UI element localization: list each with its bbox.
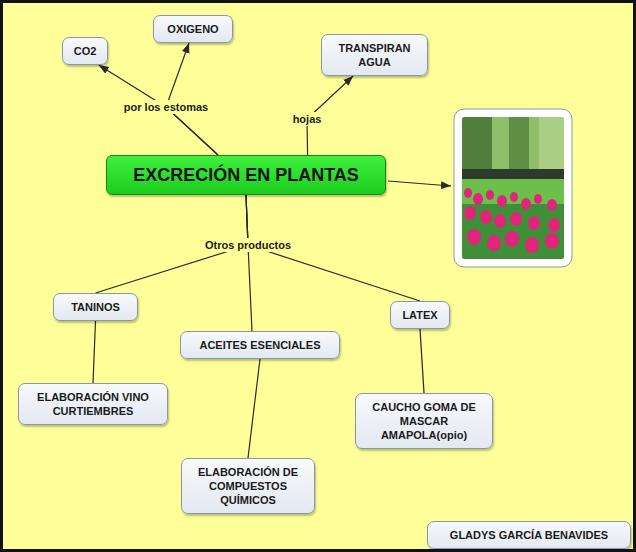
node-text: TANINOS xyxy=(62,300,129,314)
photo-grass xyxy=(462,179,564,259)
tulip xyxy=(534,194,542,204)
concept-box: CAUCHO GOMA DE MASCAR AMAPOLA(opio) xyxy=(355,393,493,449)
node-text: ACEITES ESENCIALES xyxy=(189,338,331,352)
node-text: CAUCHO GOMA DE MASCAR AMAPOLA(opio) xyxy=(364,400,484,442)
illustration-layer xyxy=(3,3,633,549)
photo-leaves xyxy=(462,204,564,259)
tulip xyxy=(528,216,540,230)
photo-tree xyxy=(509,117,529,172)
concept-box: ELABORACIÓN VINO CURTIEMBRES xyxy=(18,383,168,425)
connector xyxy=(166,43,218,155)
node-text: TRANSPIRAN AGUA xyxy=(330,41,419,69)
node-layer: EXCRECIÓN EN PLANTAS CO2 OXIGENO TRANSPIRAN… xyxy=(3,3,633,549)
tulip xyxy=(464,206,476,220)
connector-layer xyxy=(3,3,633,549)
concept-box: LATEX xyxy=(390,301,450,329)
connector xyxy=(248,359,260,458)
connector xyxy=(93,321,96,383)
tulip xyxy=(486,190,494,200)
tulip xyxy=(473,193,483,205)
tulip xyxy=(510,212,522,226)
tulip xyxy=(487,235,501,251)
node-text: CO2 xyxy=(71,44,99,58)
photo-fence xyxy=(462,169,564,179)
node-text: ELABORACIÓN VINO CURTIEMBRES xyxy=(27,390,159,418)
tulip xyxy=(497,195,507,207)
linking-phrase: hojas xyxy=(290,112,325,126)
tulip xyxy=(548,218,560,232)
connector xyxy=(420,329,424,393)
tulip xyxy=(505,231,519,247)
node-text: LATEX xyxy=(399,308,441,322)
tulip xyxy=(494,214,506,228)
concept-box: TANINOS xyxy=(53,293,138,321)
linking-phrase: Otros productos xyxy=(202,238,294,252)
photo-tree xyxy=(539,117,564,175)
connector xyxy=(99,65,218,155)
author-box: GLADYS GARCÍA BENAVIDES xyxy=(427,521,631,549)
concept-box: OXIGENO xyxy=(153,15,233,43)
concept-box: CO2 xyxy=(62,37,108,65)
node-text: EXCRECIÓN EN PLANTAS xyxy=(117,164,375,186)
concept-box: ELABORACIÓN DE COMPUESTOS QUÍMICOS xyxy=(181,458,315,514)
linking-phrase: por los estomas xyxy=(121,100,211,114)
tulip xyxy=(521,198,531,210)
tulip xyxy=(464,188,472,198)
tulip xyxy=(547,199,557,211)
tulip xyxy=(545,233,559,249)
concept-box: TRANSPIRAN AGUA xyxy=(321,34,428,76)
picture-frame xyxy=(454,109,572,267)
node-text: OXIGENO xyxy=(162,22,224,36)
photo-tulips xyxy=(464,188,560,253)
node-text: GLADYS GARCÍA BENAVIDES xyxy=(436,528,622,542)
tulip xyxy=(510,192,518,202)
tulip xyxy=(467,229,481,245)
photo-tree xyxy=(462,117,492,177)
tulip-picture xyxy=(454,109,572,267)
picture-arrow xyxy=(388,181,451,186)
node-text: ELABORACIÓN DE COMPUESTOS QUÍMICOS xyxy=(190,465,306,507)
concept-box: ACEITES ESENCIALES xyxy=(180,331,340,359)
tulip xyxy=(480,210,492,224)
tulip xyxy=(525,237,539,253)
photo-trees xyxy=(462,117,564,259)
main-concept-box: EXCRECIÓN EN PLANTAS xyxy=(106,155,386,195)
